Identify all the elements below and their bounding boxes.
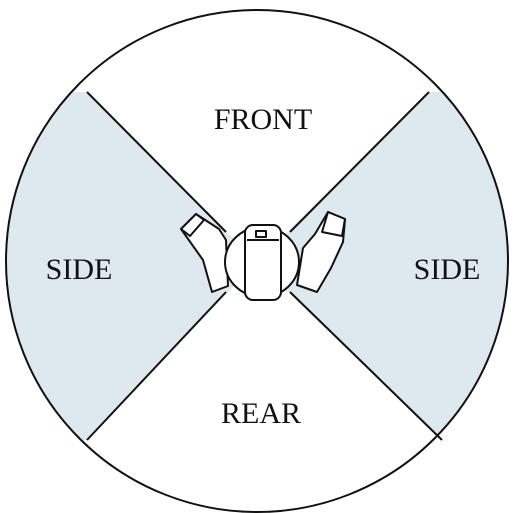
rear-zone-label: REAR [221,397,301,430]
right-side-zone-label: SIDE [414,253,481,286]
nose-mark [256,231,266,237]
front-zone-label: FRONT [214,103,312,136]
left-side-zone-label: SIDE [46,253,113,286]
